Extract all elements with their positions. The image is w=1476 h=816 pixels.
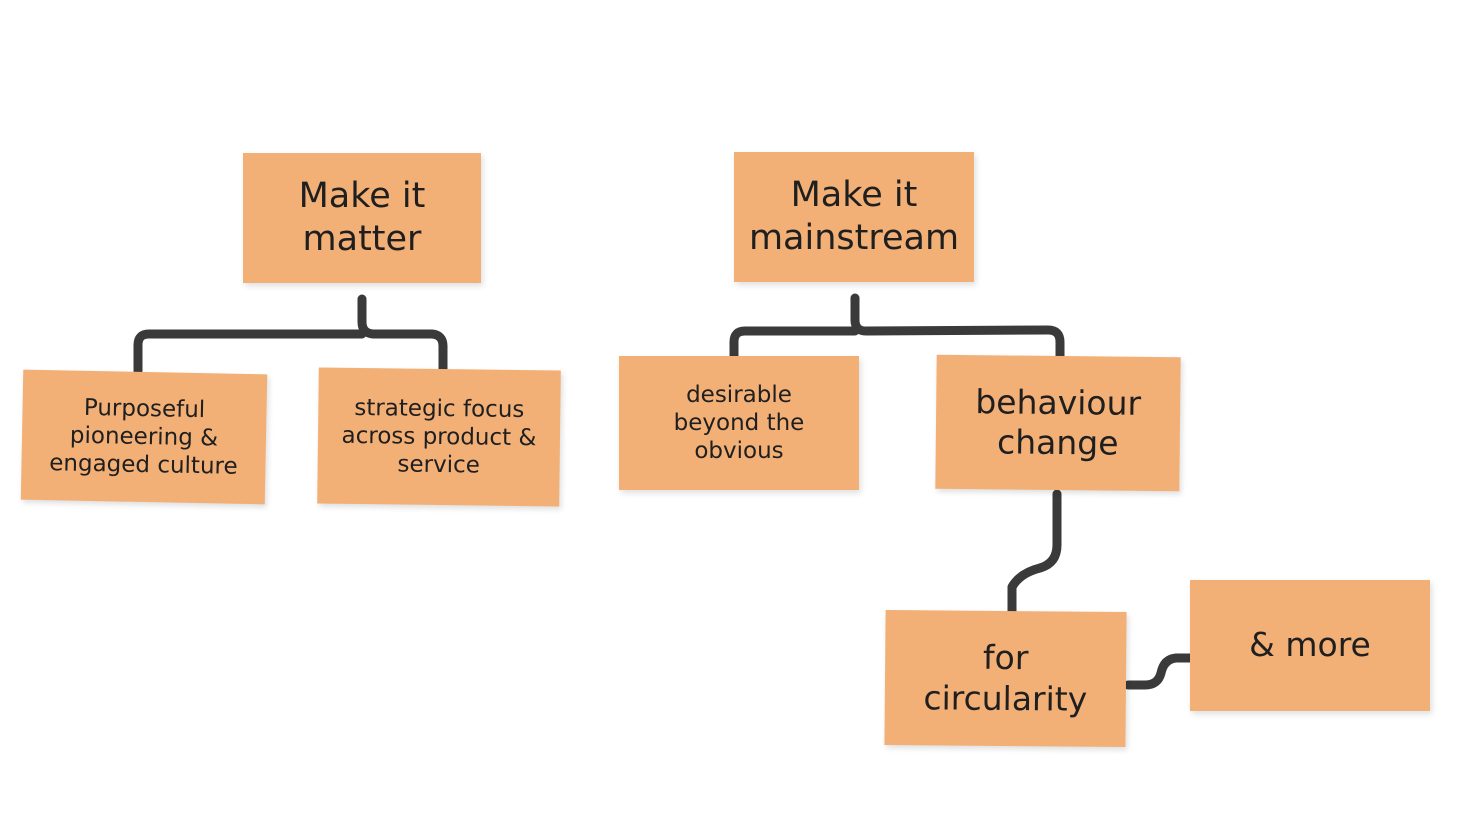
node-strategic-focus-label: strategic focus across product & service (341, 394, 537, 479)
node-and-more-label: & more (1249, 625, 1371, 665)
node-purposeful-pioneering[interactable]: Purposeful pioneering & engaged culture (20, 369, 268, 505)
node-behaviour-change[interactable]: behaviour change (935, 354, 1181, 492)
connector-brace-left-arm (133, 329, 367, 376)
node-and-more[interactable]: & more (1190, 580, 1430, 711)
node-for-circularity[interactable]: for circularity (884, 609, 1127, 748)
node-for-circularity-label: for circularity (923, 638, 1088, 719)
connector-brace-left (357, 294, 448, 376)
node-desirable-beyond-the-obvious[interactable]: desirable beyond the obvious (619, 356, 859, 490)
node-behaviour-change-label: behaviour change (975, 381, 1142, 463)
connector-scurve-behaviour-to-circularity (1007, 489, 1062, 619)
connector-scurve-circularity-to-more (1123, 653, 1196, 690)
node-make-it-matter[interactable]: Make it matter (243, 153, 481, 283)
node-desirable-beyond-the-obvious-label: desirable beyond the obvious (673, 381, 805, 465)
node-strategic-focus[interactable]: strategic focus across product & service (317, 367, 561, 507)
node-make-it-mainstream[interactable]: Make it mainstream (734, 152, 974, 282)
connector-brace-right (850, 293, 1065, 366)
node-purposeful-pioneering-label: Purposeful pioneering & engaged culture (49, 394, 238, 480)
node-make-it-mainstream-label: Make it mainstream (748, 175, 960, 258)
node-make-it-matter-label: Make it matter (298, 176, 426, 259)
